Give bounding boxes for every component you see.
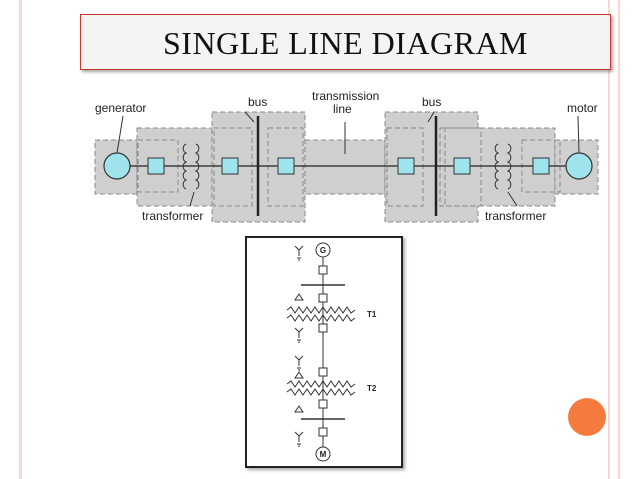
breaker (221, 157, 239, 175)
slide-title: SINGLE LINE DIAGRAM (162, 25, 528, 61)
generator-circle (103, 152, 131, 180)
ground-symbol (294, 245, 304, 261)
motor-symbol-letter: M (320, 450, 327, 459)
transformer-left-coils (182, 143, 200, 190)
generator-symbol-letter: G (320, 246, 326, 255)
transformer-2-primary (286, 380, 356, 388)
title-box: SINGLE LINE DIAGRAM (80, 14, 611, 70)
ground-symbol (294, 355, 304, 371)
transformer-2-secondary (286, 388, 356, 396)
breaker (397, 157, 415, 175)
breaker (277, 157, 295, 175)
accent-dot (568, 398, 606, 436)
power-system-block-diagram: generator bus transmission line bus moto… (94, 89, 599, 223)
transformer-right-label: transformer (485, 209, 546, 223)
transformer-right-coils (494, 143, 512, 190)
motor-circle (565, 152, 593, 180)
bus-left-label: bus (248, 95, 267, 109)
transformer-2-label: T2 (367, 384, 377, 393)
single-line-schematic: G M T1 T2 (286, 242, 377, 462)
transformer-1-primary (286, 306, 356, 314)
motor-symbol-circle (315, 446, 331, 462)
transmission-line-label-2: line (333, 102, 352, 116)
transmission-line-label-1: transmission (312, 89, 379, 103)
transformer-1-secondary (286, 314, 356, 322)
right-decorative-rule (608, 0, 610, 479)
breaker (532, 157, 550, 175)
breaker (147, 157, 165, 175)
ground-symbol (294, 431, 304, 447)
generator-symbol-circle (315, 242, 331, 258)
bus-right-label: bus (422, 95, 441, 109)
schematic-panel: G M T1 T2 (245, 236, 403, 468)
generator-label: generator (95, 101, 146, 115)
ground-symbol (294, 327, 304, 343)
motor-label: motor (567, 101, 598, 115)
left-decorative-rule (19, 0, 22, 479)
right-decorative-rule-outer (618, 0, 620, 479)
transformer-1-label: T1 (367, 310, 377, 319)
breaker (453, 157, 471, 175)
transformer-left-label: transformer (142, 209, 203, 223)
